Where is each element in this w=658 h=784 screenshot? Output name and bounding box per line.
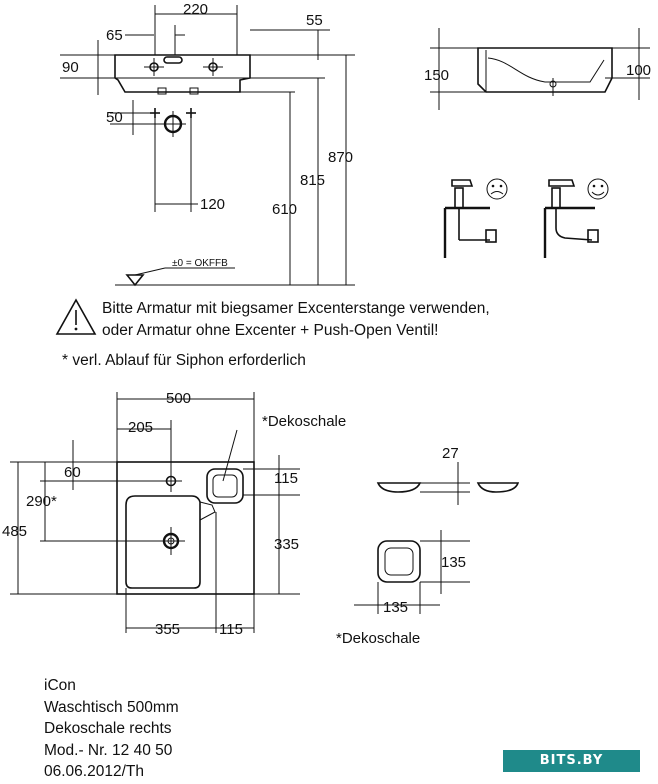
footnote: * verl. Ablauf für Siphon erforderlich	[62, 352, 306, 369]
watermark-logo: BITS.BY	[503, 750, 640, 772]
floor-level-label: ±0 = OKFFB	[172, 258, 228, 269]
dim-290-label: 290*	[26, 493, 57, 510]
basin-side-outline	[477, 47, 613, 93]
dim-870-label: 870	[328, 149, 353, 166]
dekoschale-detail-label: *Dekoschale	[336, 630, 420, 647]
product-name: iCon	[44, 677, 76, 694]
front-elevation-view: 220 65 55 90 50 120 610 815 870	[60, 1, 355, 287]
warning-triangle-icon	[55, 298, 97, 335]
sad-face-icon	[486, 178, 508, 200]
dim-55-label: 55	[306, 12, 323, 29]
dim-135-width-label: 135	[383, 599, 408, 616]
side-elevation-view: 150 100	[424, 28, 651, 110]
product-description: Waschtisch 500mm	[44, 698, 179, 716]
happy-face-icon	[587, 178, 609, 200]
dim-60-label: 60	[64, 464, 81, 481]
bowl-outline	[125, 495, 201, 589]
dim-335-label: 335	[274, 536, 299, 553]
dim-120-label: 120	[200, 196, 225, 213]
dim-50-label: 50	[106, 109, 123, 126]
dekoschale-detail: 27 135 135 *Dekoschale	[336, 445, 520, 647]
dim-100-label: 100	[626, 62, 651, 79]
dim-610-label: 610	[272, 201, 297, 218]
dim-150-label: 150	[424, 67, 449, 84]
dim-135-height-label: 135	[441, 554, 466, 571]
siphon-pictogram-correct	[543, 178, 609, 258]
dim-815-label: 815	[300, 172, 325, 189]
dekoschale-plan	[206, 468, 244, 504]
warning-block: Bitte Armatur mit biegsamer Excenterstan…	[55, 298, 490, 369]
product-variant: Dekoschale rechts	[44, 720, 172, 737]
fixing-point-right	[186, 108, 196, 118]
dekoschale-callout: *Dekoschale	[262, 413, 346, 430]
dim-90-label: 90	[62, 59, 79, 76]
warning-line-1: Bitte Armatur mit biegsamer Excenterstan…	[102, 300, 490, 317]
dim-205-label: 205	[128, 419, 153, 436]
dim-115-bottom-label: 115	[219, 621, 243, 638]
warning-line-2: oder Armatur ohne Excenter + Push-Open V…	[102, 322, 438, 339]
plan-view: *Dekoschale 500 205 60 290* 485 115 335 …	[2, 390, 346, 638]
basin-plan-outline	[116, 461, 255, 595]
dim-500-label: 500	[166, 390, 191, 407]
drawing-date: 06.06.2012/Th	[44, 763, 144, 780]
dim-485-label: 485	[2, 523, 27, 540]
floor-level-triangle	[125, 274, 145, 287]
fixing-point-left	[150, 108, 160, 118]
dim-220-label: 220	[183, 1, 208, 18]
dim-115-top-label: 115	[274, 470, 298, 487]
model-number: Mod.- Nr. 12 40 50	[44, 741, 173, 759]
dim-27-label: 27	[442, 445, 459, 462]
dim-355-label: 355	[155, 621, 180, 638]
siphon-pictogram-wrong	[443, 178, 508, 258]
title-block: iCon Waschtisch 500mm Dekoschale rechts …	[44, 675, 179, 783]
dim-65-label: 65	[106, 27, 123, 44]
